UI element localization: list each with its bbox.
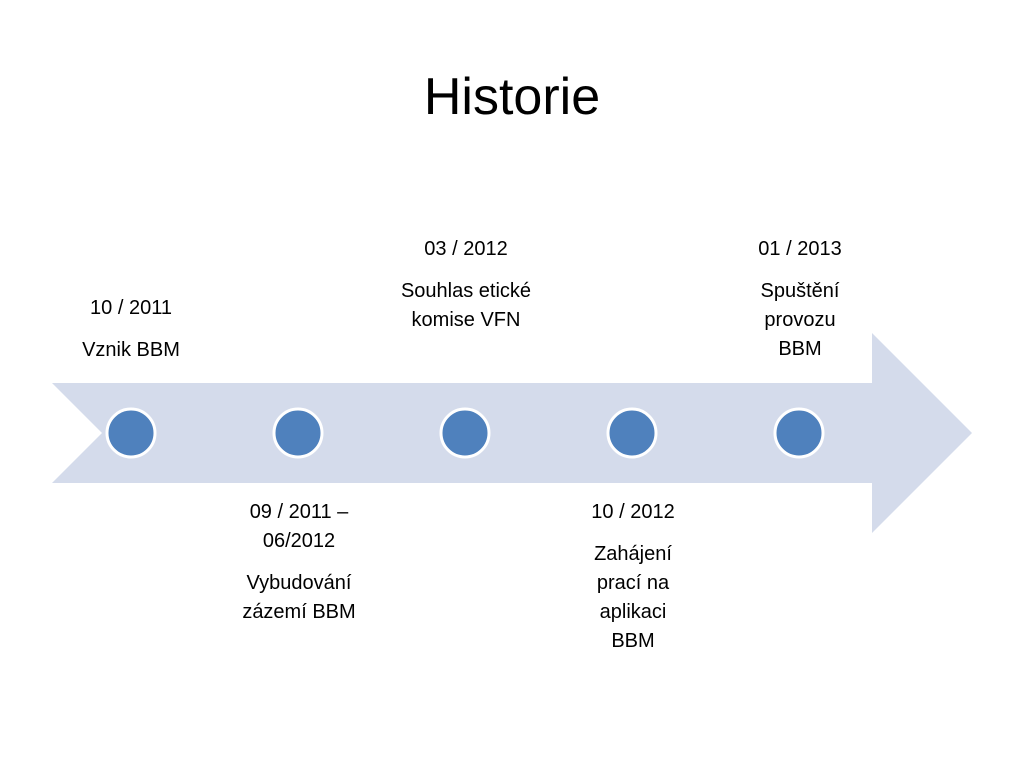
timeline-marker-2 [272, 407, 324, 459]
event-description: Zahájení prací na aplikaci BBM [594, 543, 672, 652]
event-description: Vznik BBM [82, 339, 180, 361]
timeline-event-5: 01 / 2013 Spuštění provozu BBM [720, 235, 880, 364]
slide-title: Historie [423, 68, 601, 126]
timeline-event-3: 03 / 2012 Souhlas etické komise VFN [386, 235, 546, 335]
event-date: 10 / 2012 [591, 501, 675, 523]
timeline-arrow [52, 333, 972, 533]
timeline-marker-3 [439, 407, 491, 459]
event-date: 09 / 2011 – 06/2012 [249, 501, 349, 552]
event-date: 01 / 2013 [758, 238, 842, 260]
event-date: 10 / 2011 [90, 297, 172, 319]
timeline-event-2: 09 / 2011 – 06/2012 Vybudování zázemí BB… [218, 498, 380, 627]
event-description: Spuštění provozu BBM [760, 280, 840, 360]
event-description: Souhlas etické komise VFN [400, 280, 532, 331]
event-date: 03 / 2012 [424, 238, 508, 260]
timeline-markers [105, 407, 825, 459]
timeline-marker-4 [606, 407, 658, 459]
timeline-event-4: 10 / 2012 Zahájení prací na aplikaci BBM [553, 498, 713, 656]
timeline-marker-5 [773, 407, 825, 459]
event-description: Vybudování zázemí BBM [242, 572, 356, 623]
timeline-event-1: 10 / 2011 Vznik BBM [51, 294, 211, 365]
timeline-marker-1 [105, 407, 157, 459]
